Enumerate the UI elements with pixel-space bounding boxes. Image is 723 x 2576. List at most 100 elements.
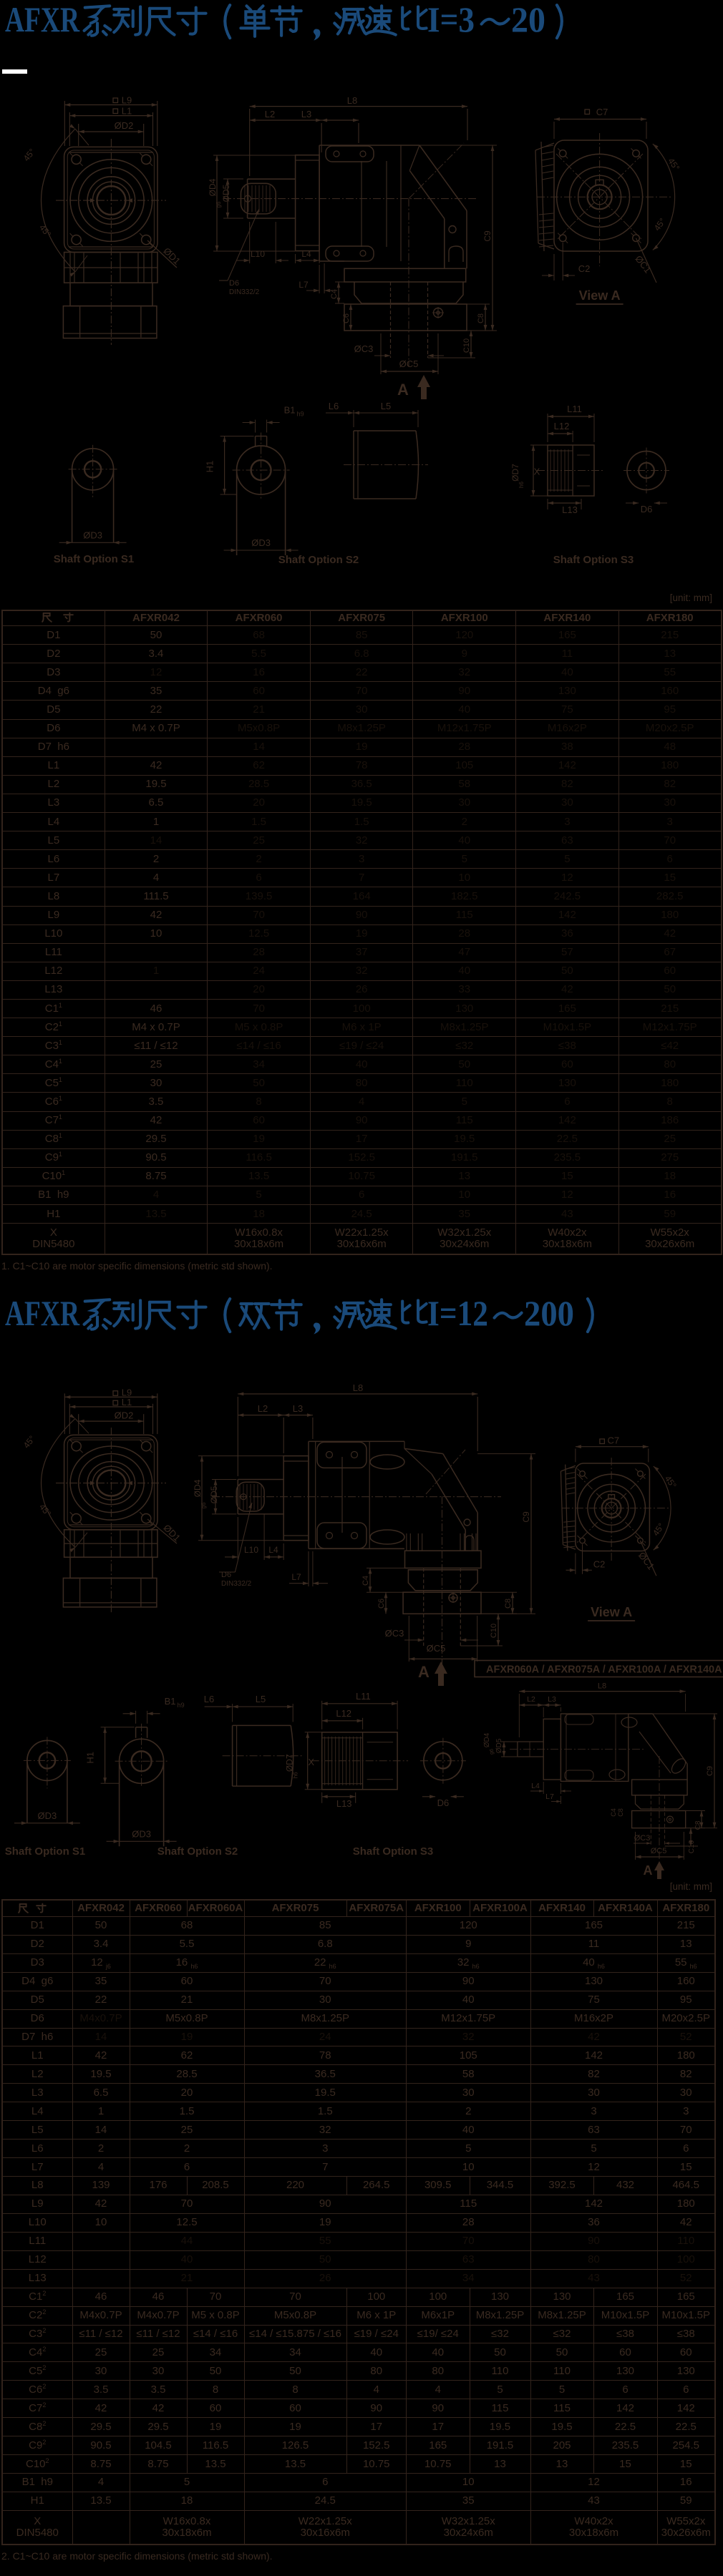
svg-text:L1: L1 <box>122 106 132 117</box>
svg-text:L13: L13 <box>562 504 578 515</box>
svg-text:ØC1: ØC1 <box>636 1550 656 1571</box>
svg-text:L11: L11 <box>356 1691 371 1702</box>
svg-text:Shaft Option S2: Shaft Option S2 <box>278 554 359 566</box>
svg-text:ØC5: ØC5 <box>427 1643 446 1654</box>
svg-text:ØC5: ØC5 <box>651 1847 667 1855</box>
svg-text:ØD4: ØD4 <box>483 1732 491 1747</box>
svg-text:Shaft Option S1: Shaft Option S1 <box>54 553 135 565</box>
svg-text:B1: B1 <box>165 1696 176 1707</box>
svg-text:20: 20 <box>511 0 545 39</box>
svg-text:L6: L6 <box>204 1694 214 1704</box>
svg-text:ØC3: ØC3 <box>354 343 374 354</box>
svg-text:Shaft Option S2: Shaft Option S2 <box>157 1845 238 1858</box>
svg-text:X: X <box>308 1757 314 1767</box>
svg-text:ØD5: ØD5 <box>209 1485 219 1503</box>
svg-text:L2: L2 <box>258 1403 268 1414</box>
svg-text:ØD2: ØD2 <box>115 120 134 131</box>
svg-text:h6: h6 <box>518 482 525 488</box>
svg-text:45°: 45° <box>21 147 37 163</box>
svg-text:g6: g6 <box>490 1749 495 1755</box>
svg-text:L11: L11 <box>567 404 582 414</box>
svg-text:C4: C4 <box>610 1808 617 1817</box>
svg-text:C9: C9 <box>521 1511 531 1523</box>
svg-text:L3: L3 <box>301 109 311 119</box>
svg-text:L4: L4 <box>301 249 311 259</box>
svg-text:g6: g6 <box>215 201 222 208</box>
svg-text:L3: L3 <box>293 1403 303 1414</box>
svg-text:g6: g6 <box>200 1502 207 1508</box>
svg-text:Shaft Option S1: Shaft Option S1 <box>5 1845 86 1858</box>
svg-text:L8: L8 <box>598 1682 606 1691</box>
svg-text:45°: 45° <box>37 223 53 239</box>
svg-text:L12: L12 <box>554 421 570 431</box>
svg-text:ØC5: ØC5 <box>399 358 419 369</box>
svg-text:C2: C2 <box>578 263 591 274</box>
svg-text:ØC1: ØC1 <box>633 253 653 275</box>
svg-text:L6: L6 <box>329 401 339 411</box>
svg-text:ØD7: ØD7 <box>285 1754 295 1772</box>
svg-text:L2: L2 <box>265 109 275 119</box>
svg-text:L10: L10 <box>244 1545 258 1555</box>
svg-text:L1: L1 <box>122 1397 132 1407</box>
svg-text:C4: C4 <box>330 289 339 299</box>
svg-text:C4: C4 <box>362 1576 370 1586</box>
svg-text:C6: C6 <box>377 1599 386 1609</box>
svg-text:L7: L7 <box>545 1792 554 1801</box>
svg-text:h9: h9 <box>297 411 304 418</box>
svg-text:L8: L8 <box>347 95 357 106</box>
svg-text:L12: L12 <box>336 1708 351 1719</box>
svg-text:View A: View A <box>591 1605 632 1619</box>
svg-text:DIN332/2: DIN332/2 <box>229 288 260 296</box>
svg-text:D6: D6 <box>641 504 653 514</box>
svg-text:C6: C6 <box>342 313 351 323</box>
svg-text:ØD4: ØD4 <box>208 178 218 196</box>
svg-text:L4: L4 <box>531 1782 540 1790</box>
svg-text:ØD7: ØD7 <box>510 464 520 482</box>
svg-text:L8: L8 <box>353 1382 363 1393</box>
svg-text:Shaft Option S3: Shaft Option S3 <box>553 554 634 566</box>
svg-text:D6: D6 <box>229 279 239 288</box>
svg-text:I=12: I=12 <box>427 1293 488 1333</box>
svg-text:45°: 45° <box>21 1434 37 1450</box>
svg-text:ØD4: ØD4 <box>193 1479 203 1497</box>
svg-text:L2: L2 <box>527 1695 535 1704</box>
svg-text:C10: C10 <box>688 1840 696 1853</box>
svg-text:L7: L7 <box>291 1572 301 1582</box>
svg-text:DIN332/2: DIN332/2 <box>221 1580 252 1588</box>
svg-text:h9: h9 <box>178 1702 185 1709</box>
svg-text:I=3: I=3 <box>427 0 475 39</box>
svg-text:D6: D6 <box>221 1571 231 1579</box>
svg-text:C2: C2 <box>593 1558 606 1569</box>
svg-text:L10: L10 <box>251 249 265 259</box>
svg-text:45°: 45° <box>666 156 681 172</box>
svg-text:B1: B1 <box>284 405 296 416</box>
svg-text:X: X <box>534 467 540 477</box>
svg-text:45°: 45° <box>652 216 668 233</box>
svg-text:A: A <box>418 1663 430 1681</box>
svg-text:C7: C7 <box>607 1435 619 1445</box>
svg-text:C8: C8 <box>477 313 485 323</box>
svg-text:[unit: mm]: [unit: mm] <box>670 1881 712 1892</box>
svg-text:[unit: mm]: [unit: mm] <box>670 592 712 603</box>
svg-text:ØD1: ØD1 <box>161 245 183 267</box>
svg-text:ØD3: ØD3 <box>251 537 271 548</box>
svg-text:H1: H1 <box>85 1752 96 1764</box>
svg-text:45°: 45° <box>37 1502 53 1518</box>
svg-text:ØD2: ØD2 <box>115 1410 134 1421</box>
svg-text:ØD5: ØD5 <box>495 1738 503 1753</box>
svg-text:ØD1: ØD1 <box>161 1522 183 1543</box>
svg-text:A: A <box>397 381 409 399</box>
svg-text:L3: L3 <box>548 1695 556 1704</box>
svg-text:h6: h6 <box>293 1772 299 1778</box>
svg-text:ØC3: ØC3 <box>634 1834 651 1843</box>
svg-text:AFXR: AFXR <box>5 1293 80 1333</box>
svg-text:ØD3: ØD3 <box>83 530 102 540</box>
svg-text:L9: L9 <box>122 95 132 106</box>
svg-text:L5: L5 <box>256 1694 266 1704</box>
svg-text:C8: C8 <box>504 1599 513 1609</box>
svg-text:L5: L5 <box>381 401 391 411</box>
svg-text:C8: C8 <box>694 1820 702 1830</box>
svg-text:A: A <box>644 1863 653 1878</box>
svg-text:L9: L9 <box>122 1387 132 1398</box>
svg-text:H1: H1 <box>205 461 215 473</box>
